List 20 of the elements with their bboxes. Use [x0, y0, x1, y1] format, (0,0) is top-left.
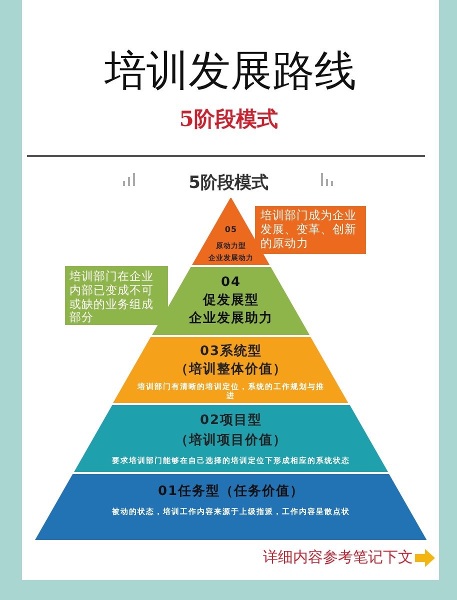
callout-text: 培训部门在企业内部已变成不可或缺的业务组成部分 [70, 270, 154, 326]
footer-note: 详细内容参考笔记下文 [262, 548, 413, 567]
tier-heading: 03系统型 [198, 344, 264, 360]
tier-heading: 04 [220, 275, 242, 291]
tier-heading: 02项目型 [198, 413, 264, 429]
pyramid-tier [152, 267, 310, 335]
tier-heading: 05 [224, 225, 238, 235]
pyramid-tier [113, 337, 349, 403]
section-heading: 5阶段模式 [188, 172, 270, 194]
tier-heading: 企业发展助力 [188, 311, 274, 327]
tier-heading: 促发展型 [202, 293, 260, 309]
pyramid-tier [74, 405, 388, 472]
title: 培训发展路线 [104, 46, 358, 96]
tier-heading: （培训整体价值） [174, 362, 288, 378]
subtitle: 5阶段模式 [178, 105, 279, 133]
tier-heading: （培训项目价值） [174, 433, 288, 449]
callout-box [255, 206, 366, 254]
callout-box [65, 266, 168, 325]
tier-heading: 01任务型（任务价值） [156, 484, 306, 500]
callout-text: 培训部门成为企业发展、变革、创新的原动力 [260, 209, 358, 250]
